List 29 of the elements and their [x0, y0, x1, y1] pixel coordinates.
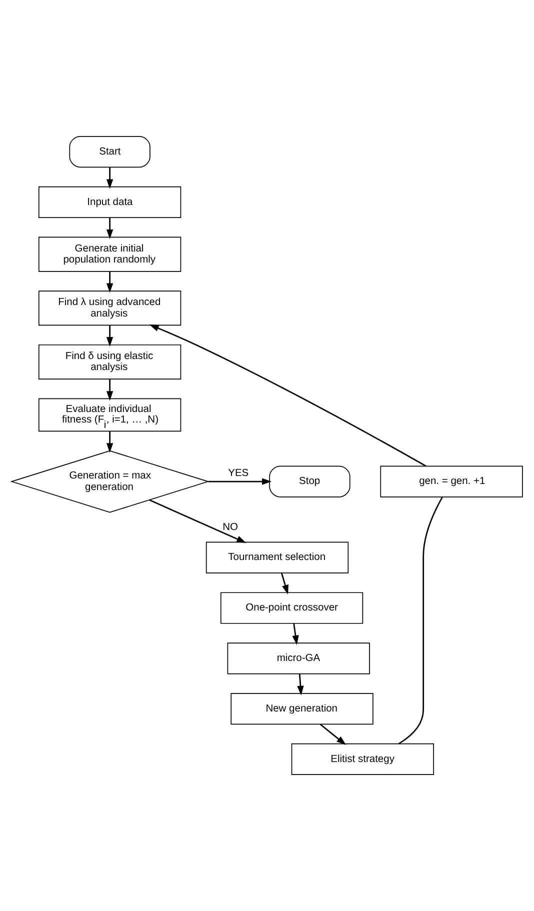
arrow: [208, 478, 272, 485]
arrow: [106, 325, 114, 347]
edge-label: NO: [222, 522, 238, 533]
node-box: Start: [69, 136, 150, 168]
node-box: Input data: [38, 186, 182, 218]
node-box: New generation: [230, 693, 374, 725]
arrow: [106, 167, 114, 189]
arrow: [106, 431, 114, 453]
node-box: Tournament selection: [206, 542, 349, 574]
arrow: [320, 724, 346, 746]
node-box: Find δ using elastic analysis: [38, 344, 182, 380]
arrow: [149, 324, 426, 467]
arrow: [106, 272, 114, 293]
arrow: [149, 499, 246, 543]
node-box: micro-GA: [227, 642, 370, 674]
arrow: [106, 379, 114, 401]
connector: [398, 496, 443, 744]
node-box: Elitist strategy: [291, 743, 434, 776]
node-box: gen. = gen. +1: [380, 466, 523, 498]
node-box: One-point crossover: [220, 592, 364, 624]
node-box: Find λ using advanced analysis: [38, 290, 182, 326]
node-box: Stop: [269, 466, 350, 498]
arrow: [297, 674, 304, 696]
arrow: [292, 623, 299, 645]
arrow: [280, 572, 288, 595]
node-diamond: Generation = max generation: [10, 450, 210, 513]
edge-label: YES: [228, 468, 249, 480]
arrow: [106, 218, 114, 240]
node-box: Generate initial population randomly: [38, 236, 182, 272]
